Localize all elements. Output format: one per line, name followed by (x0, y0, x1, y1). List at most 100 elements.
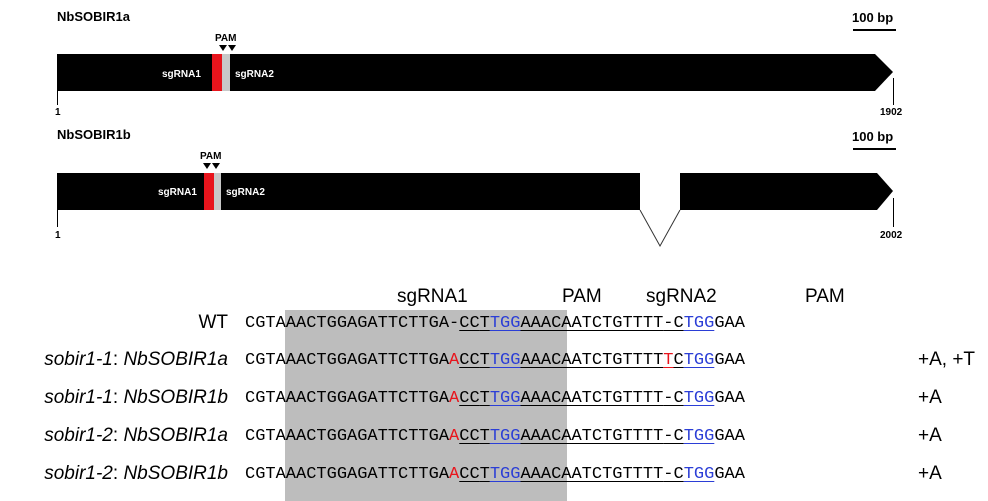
seq-tgg2: TGG (683, 427, 715, 446)
seq-ins2: - (663, 314, 674, 333)
seq-post: GAA (714, 427, 745, 446)
end-tick-b (893, 198, 894, 227)
pam-marker (214, 173, 221, 210)
row-label: sobir1-1: NbSOBIR1a (44, 349, 228, 371)
seq-t: T (479, 427, 490, 446)
row-label-separator: : (112, 425, 124, 446)
seq-ins1: A (449, 389, 460, 408)
sequence-row: CGTAAACTGGAGATTCTTGAACCTTGGAAACAATCTGTTT… (245, 389, 745, 408)
scale-bar-a (853, 29, 896, 31)
pam-arrow-icon (212, 163, 220, 169)
sgrna1-marker (204, 173, 214, 210)
seq-post: GAA (714, 389, 745, 408)
row-label: WT (198, 312, 228, 334)
row-label: sobir1-1: NbSOBIR1b (44, 387, 228, 409)
scale-label-b: 100 bp (852, 129, 894, 144)
seq-mid: AAACAATCTGTTTT (520, 314, 664, 333)
seq-tgg: TGG (489, 389, 521, 408)
header-sgrna1: sgRNA1 (397, 286, 468, 307)
sgrna2-label-a: sgRNA2 (235, 69, 274, 80)
row-label-mutant: sobir1-2 (44, 463, 113, 484)
seq-tgg2: TGG (683, 465, 715, 484)
intron-line (639, 209, 681, 248)
gene-body-a: sgRNA1 sgRNA2 (57, 54, 893, 91)
seq-cc: CC (459, 351, 480, 370)
gene-body-b: sgRNA1 sgRNA2 (57, 173, 893, 248)
sequence-row: CGTAAACTGGAGATTCTTGAACCTTGGAAACAATCTGTTT… (245, 351, 745, 370)
header-pam1: PAM (562, 286, 602, 307)
pam-arrow-icon (228, 45, 236, 51)
seq-ins1: A (449, 465, 460, 484)
seq-mid: AAACAATCTGTTTT (520, 427, 664, 446)
seq-c: C (673, 314, 684, 333)
seq-c: C (673, 389, 684, 408)
seq-sg1: AAACTGGAGATTCTTGA (275, 314, 450, 333)
pam-marker (222, 54, 230, 91)
seq-c: C (673, 351, 684, 370)
seq-mid: AAACAATCTGTTTT (520, 389, 664, 408)
row-label-mutant: sobir1-1 (44, 349, 113, 370)
seq-tgg2: TGG (683, 389, 715, 408)
end-label-a: 1902 (880, 107, 903, 118)
seq-ins1: A (449, 427, 460, 446)
row-label-gene: NbSOBIR1b (123, 387, 228, 408)
seq-ins1: - (449, 314, 460, 333)
seq-sg1: AAACTGGAGATTCTTGA (275, 389, 450, 408)
row-label-gene: NbSOBIR1b (123, 463, 228, 484)
start-label-a: 1 (55, 107, 61, 118)
seq-post: GAA (714, 465, 745, 484)
seq-ins1: A (449, 351, 460, 370)
header-pam2: PAM (805, 286, 845, 307)
seq-t: T (479, 465, 490, 484)
row-label-text: WT (198, 312, 228, 333)
sgrna2-label-b: sgRNA2 (226, 187, 265, 198)
sequence-row: CGTAAACTGGAGATTCTTGAACCTTGGAAACAATCTGTTT… (245, 465, 745, 484)
start-tick-a (57, 91, 58, 105)
seq-sg1: AAACTGGAGATTCTTGA (275, 351, 450, 370)
row-label: sobir1-2: NbSOBIR1b (44, 463, 228, 485)
seq-tgg2: TGG (683, 351, 715, 370)
sgrna1-label-b: sgRNA1 (158, 187, 197, 198)
indel-label: +A (918, 387, 942, 408)
seq-post: GAA (714, 351, 745, 370)
seq-tgg: TGG (489, 465, 521, 484)
seq-sg1: AAACTGGAGATTCTTGA (275, 465, 450, 484)
seq-sg1: AAACTGGAGATTCTTGA (275, 427, 450, 446)
row-label-gene: NbSOBIR1a (123, 425, 228, 446)
sgrna1-highlight (285, 310, 567, 501)
seq-cc: CC (459, 314, 480, 333)
gene-title-a: NbSOBIR1a (57, 9, 130, 24)
seq-c: C (673, 427, 684, 446)
scale-bar-b (853, 148, 896, 150)
seq-ins2: - (663, 389, 674, 408)
row-label-separator: : (112, 349, 124, 370)
seq-pre: CGT (245, 314, 276, 333)
seq-c: C (673, 465, 684, 484)
seq-pre: CGT (245, 389, 276, 408)
start-tick-b (57, 210, 58, 227)
start-label-b: 1 (55, 230, 61, 241)
seq-tgg: TGG (489, 427, 521, 446)
indel-label: +A (918, 463, 942, 484)
seq-cc: CC (459, 465, 480, 484)
seq-t: T (479, 389, 490, 408)
end-tick-a (893, 78, 894, 105)
sequence-row: CGTAAACTGGAGATTCTTGA-CCTTGGAAACAATCTGTTT… (245, 314, 745, 333)
row-label-separator: : (112, 387, 124, 408)
pam-label-a: PAM (215, 33, 237, 44)
sequence-row: CGTAAACTGGAGATTCTTGAACCTTGGAAACAATCTGTTT… (245, 427, 745, 446)
row-label-mutant: sobir1-2 (44, 425, 113, 446)
pam-label-b: PAM (200, 151, 222, 162)
sgrna1-marker (212, 54, 222, 91)
indel-label: +A, +T (918, 349, 976, 370)
seq-cc: CC (459, 389, 480, 408)
row-label-gene: NbSOBIR1a (123, 349, 228, 370)
row-label-separator: : (112, 463, 124, 484)
seq-ins2: - (663, 427, 674, 446)
header-sgrna2: sgRNA2 (646, 286, 717, 307)
seq-t: T (479, 314, 490, 333)
seq-tgg2: TGG (683, 314, 715, 333)
seq-tgg: TGG (489, 314, 521, 333)
seq-pre: CGT (245, 351, 276, 370)
pam-arrow-icon (203, 163, 211, 169)
